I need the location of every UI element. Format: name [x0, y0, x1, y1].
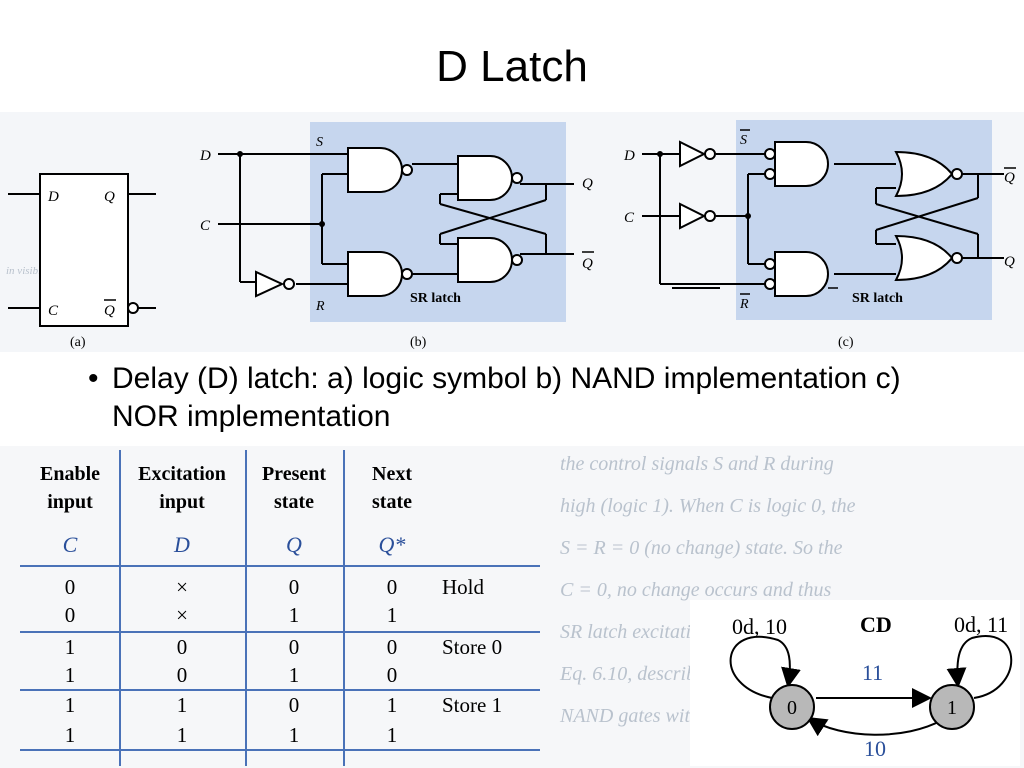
input-c-label: C — [200, 218, 211, 234]
state-0-label: 0 — [787, 697, 797, 719]
figure-b-label: (b) — [410, 335, 427, 350]
state-1-label: 1 — [947, 697, 957, 719]
cell-qnext: 1 — [387, 723, 398, 747]
svg-text:in visible: in visible — [6, 265, 46, 277]
header-next-line1: Next — [372, 463, 412, 485]
cell-c: 1 — [65, 723, 76, 747]
nand-implementation-b: D C S R — [199, 122, 594, 350]
cell-d: 1 — [177, 723, 188, 747]
pin-q-label: Q — [104, 189, 115, 205]
header-excitation-line1: Excitation — [138, 463, 226, 485]
cell-qnext: 0 — [387, 575, 398, 599]
cell-q: 0 — [289, 693, 300, 717]
figure-a-label: (a) — [70, 335, 86, 350]
cell-note: Hold — [442, 575, 485, 599]
cell-d: 0 — [177, 663, 188, 687]
output-qbar-label: Q — [1004, 170, 1015, 186]
cell-c: 0 — [65, 603, 76, 627]
pin-qbar-label: Q — [104, 303, 115, 319]
svg-text:C = 0, no change occurs and th: C = 0, no change occurs and thus — [560, 579, 831, 601]
cell-q: 1 — [289, 663, 300, 687]
loop-1-label: 0d, 11 — [954, 612, 1008, 637]
node-r-label: R — [739, 297, 749, 312]
pin-d-label: D — [47, 189, 59, 205]
symbol-c: C — [63, 532, 78, 557]
table-row: 1 0 1 0 — [65, 663, 398, 687]
output-qbar-label: Q — [582, 256, 593, 272]
cell-c: 1 — [65, 635, 76, 659]
cell-c: 0 — [65, 575, 76, 599]
edge-to-1-label: 11 — [862, 660, 883, 685]
svg-text:the control signals S and R du: the control signals S and R during — [560, 453, 834, 475]
cell-q: 0 — [289, 575, 300, 599]
cell-q: 1 — [289, 603, 300, 627]
caption-text: Delay (D) latch: a) logic symbol b) NAND… — [112, 362, 901, 433]
state-diagram-header: CD — [860, 612, 892, 637]
header-excitation-line2: input — [159, 491, 205, 513]
symbol-d: D — [173, 532, 190, 557]
cell-d: 0 — [177, 635, 188, 659]
edge-to-0-label: 10 — [864, 736, 886, 761]
cell-note: Store 0 — [442, 635, 502, 659]
input-c-label: C — [624, 210, 635, 226]
sr-latch-label: SR latch — [852, 291, 903, 306]
svg-text:high (logic 1). When C is logi: high (logic 1). When C is logic 0, the — [560, 495, 856, 517]
symbol-q: Q — [286, 532, 302, 557]
table-row: 1 1 1 1 — [65, 723, 398, 747]
cell-c: 1 — [65, 663, 76, 687]
input-d-label: D — [199, 148, 211, 164]
table-row: 1 0 0 0 Store 0 — [65, 635, 502, 659]
header-present-line2: state — [274, 491, 314, 513]
header-next-line2: state — [372, 491, 412, 513]
node-r-label: R — [315, 299, 325, 314]
cell-d: 1 — [177, 693, 188, 717]
sr-latch-label: SR latch — [410, 291, 461, 306]
cell-d: × — [176, 603, 188, 627]
cell-d: × — [176, 575, 188, 599]
cell-q: 0 — [289, 635, 300, 659]
nor-implementation-c: D C S R — [623, 120, 1016, 350]
output-q-label: Q — [1004, 254, 1015, 270]
pin-c-label: C — [48, 303, 59, 319]
loop-0-label: 0d, 10 — [732, 614, 787, 639]
cell-note: Store 1 — [442, 693, 502, 717]
table-row: 1 1 0 1 Store 1 — [65, 693, 502, 717]
input-d-label: D — [623, 148, 635, 164]
output-q-label: Q — [582, 176, 593, 192]
header-enable-line1: Enable — [40, 463, 100, 485]
logic-symbol-a: D C Q Q (a) — [8, 173, 156, 350]
state-node-0 — [769, 684, 815, 730]
state-node-1 — [929, 684, 975, 730]
cell-qnext: 0 — [387, 663, 398, 687]
symbol-qstar: Q* — [379, 532, 406, 557]
cell-qnext: 0 — [387, 635, 398, 659]
figure-c-label: (c) — [838, 335, 854, 350]
d-latch-figure: in visible D C Q Q (a) D C S R — [0, 112, 1024, 352]
cell-c: 1 — [65, 693, 76, 717]
cell-qnext: 1 — [387, 603, 398, 627]
cell-q: 1 — [289, 723, 300, 747]
state-diagram: CD 0d, 10 0d, 11 11 10 0 1 — [690, 600, 1020, 766]
page-title: D Latch — [436, 42, 588, 91]
table-row: 0 × 1 1 — [65, 603, 398, 627]
header-present-line1: Present — [262, 463, 326, 485]
header-enable-line2: input — [47, 491, 93, 513]
table-row: 0 × 0 0 Hold — [65, 575, 485, 599]
node-s-label: S — [740, 133, 747, 148]
svg-text:S = R = 0 (no change) state. S: S = R = 0 (no change) state. So the — [560, 537, 843, 559]
characteristic-table-and-state-diagram: the control signals S and R during high … — [0, 446, 1024, 768]
node-s-label: S — [316, 135, 323, 150]
bullet: • — [88, 362, 99, 395]
characteristic-table: Enable input Excitation input Present st… — [20, 450, 540, 766]
cell-qnext: 1 — [387, 693, 398, 717]
